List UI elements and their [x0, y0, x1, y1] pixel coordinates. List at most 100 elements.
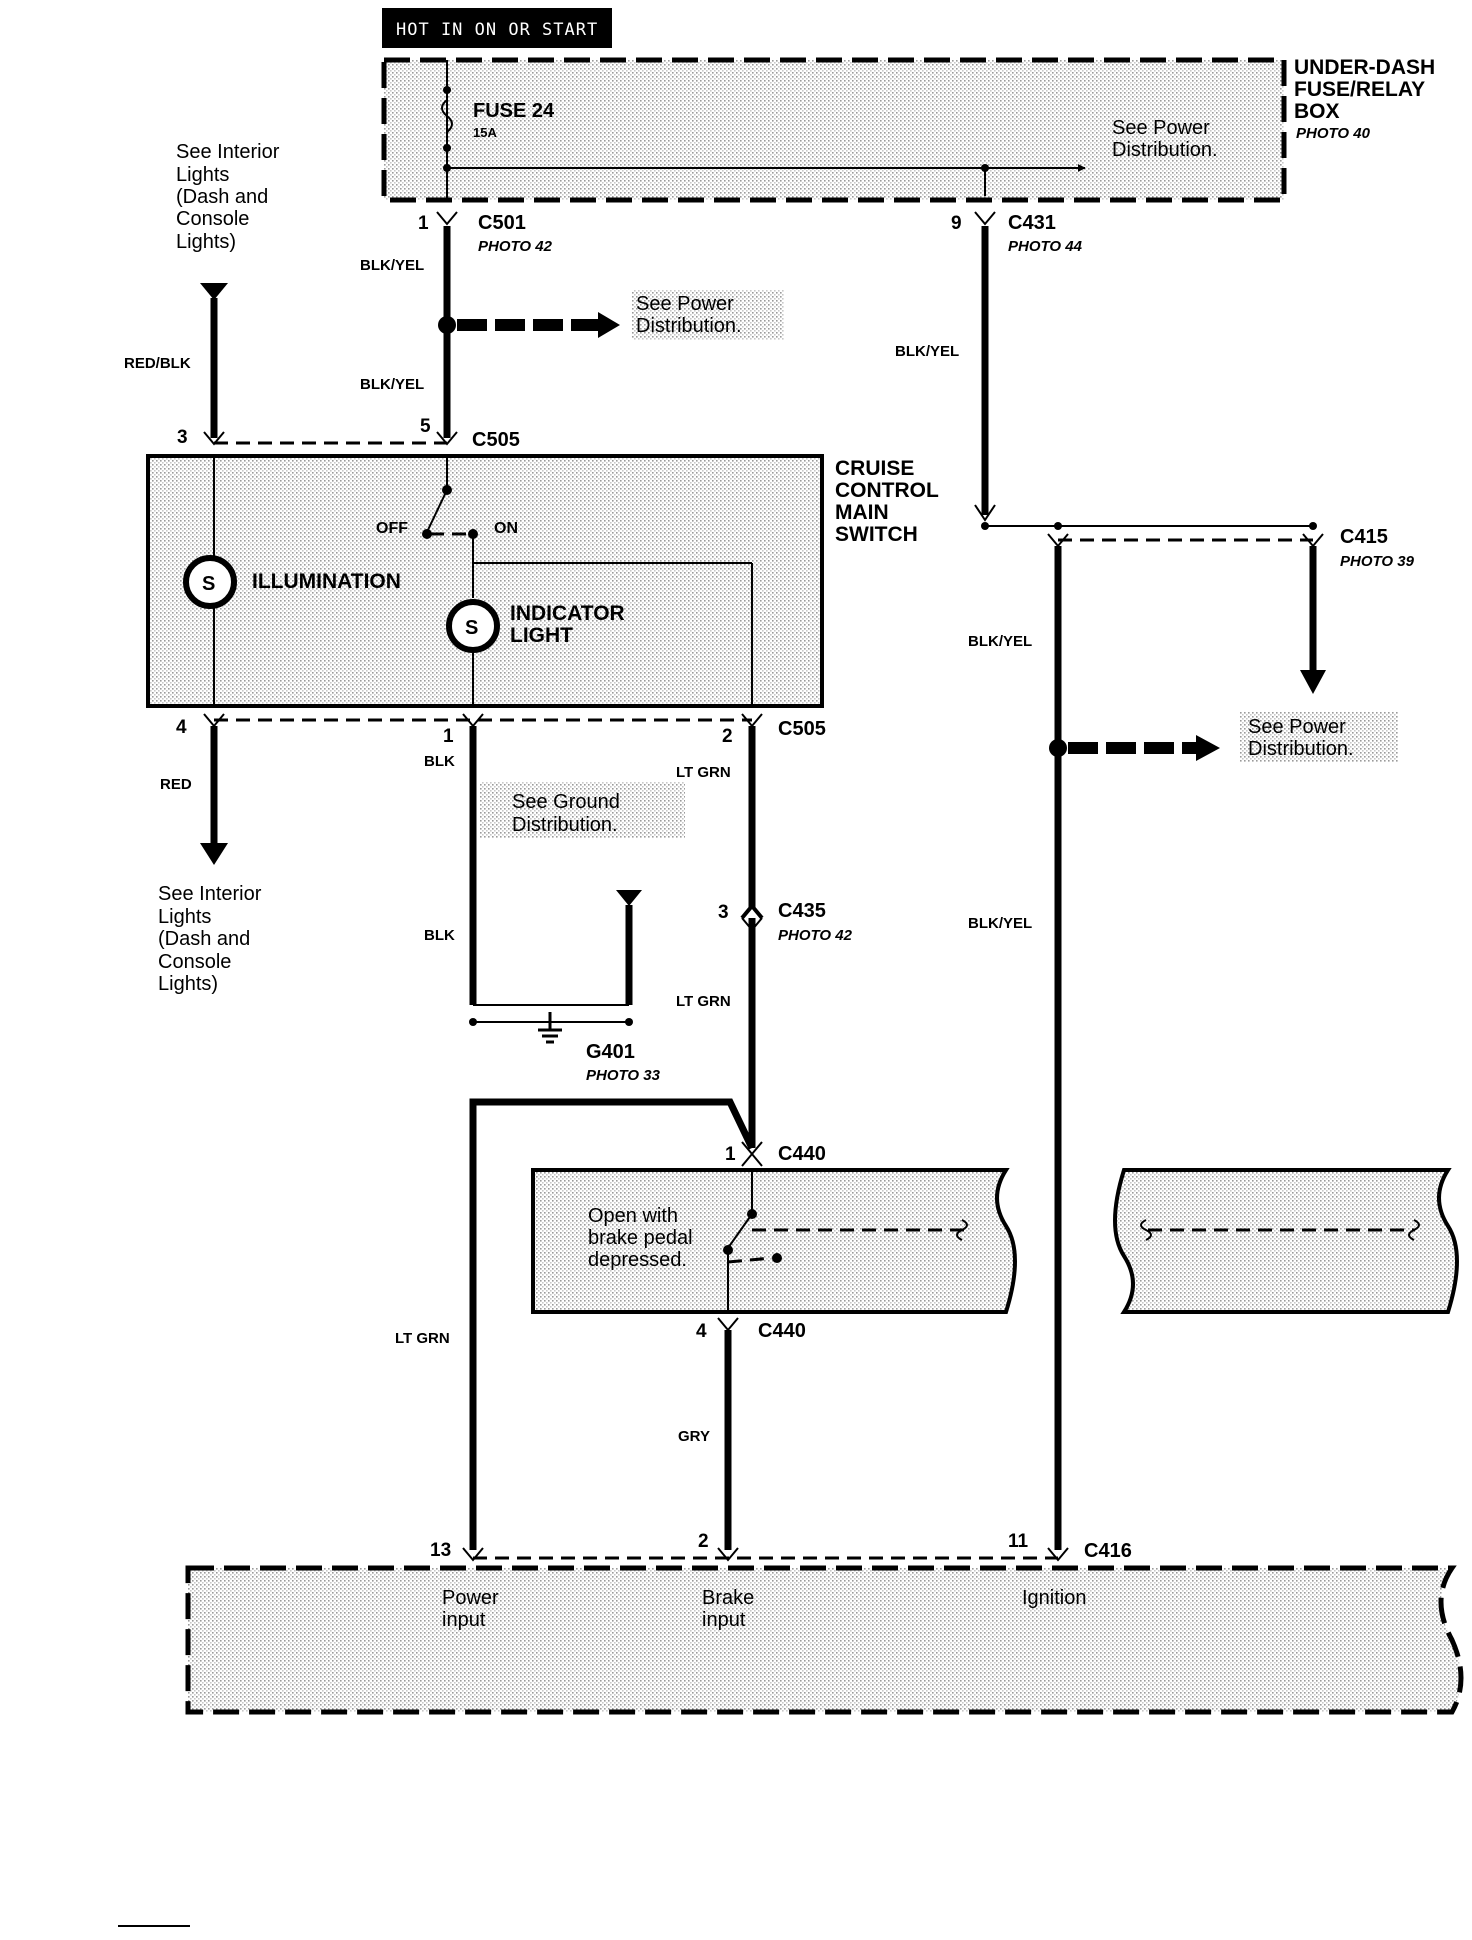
interior-bottom-line-1: See Interior	[158, 883, 262, 905]
interior-top-line-1: See Interior	[176, 141, 280, 163]
ground-note-1: See Ground	[512, 791, 620, 813]
power-mid-note-2: Distribution.	[636, 315, 742, 337]
indicator-label-2: LIGHT	[510, 624, 573, 647]
wire-label-blk-1: BLK	[424, 753, 455, 770]
c440-top-pin: 1	[725, 1144, 736, 1165]
unit-input-a-1: Power	[442, 1587, 499, 1609]
c505-bottom-pin-c: 2	[722, 726, 733, 747]
c505-top-pin-b: 5	[420, 416, 431, 437]
interior-lights-note-top: See Interior Lights (Dash and Console Li…	[176, 141, 280, 253]
interior-top-line-5: Lights)	[176, 231, 236, 253]
c440-top-name: C440	[778, 1143, 826, 1165]
power-right-note-2: Distribution.	[1248, 738, 1354, 760]
illumination-bulb-icon	[183, 555, 237, 609]
power-source-header: HOT IN ON OR START	[382, 8, 612, 48]
c416-name: C416	[1084, 1540, 1132, 1562]
power-branch-arrow-right: See Power Distribution.	[1049, 712, 1398, 762]
wire-label-blk-yel-4: BLK/YEL	[968, 633, 1032, 650]
fuse-box-note-2: Distribution.	[1112, 139, 1218, 161]
wire-label-lt-grn-2: LT GRN	[676, 993, 731, 1010]
fuse-box-note-1: See Power	[1112, 117, 1210, 139]
c435-pin: 3	[718, 902, 729, 923]
wire-label-blk-yel-3: BLK/YEL	[895, 343, 959, 360]
connector-c431: 9 C431 PHOTO 44	[951, 211, 1083, 255]
connector-c415: C415 PHOTO 39	[1047, 526, 1415, 570]
brake-switch-continuation	[1113, 1168, 1459, 1314]
interior-lights-note-bottom: See Interior Lights (Dash and Console Li…	[158, 883, 262, 995]
connector-c416: 13 2 11 C416	[430, 1531, 1132, 1562]
main-switch-title-2: CONTROL	[835, 479, 939, 502]
wire-red: RED	[160, 726, 228, 865]
wire-red-blk: RED/BLK	[124, 283, 228, 438]
unit-input-b-1: Brake	[702, 1587, 754, 1609]
power-right-note-1: See Power	[1248, 716, 1346, 738]
connector-c501: 1 C501 PHOTO 42	[418, 211, 553, 255]
main-switch-title-4: SWITCH	[835, 523, 918, 546]
unit-input-a-2: input	[442, 1609, 486, 1631]
under-dash-fuse-box: FUSE 24 15A See Power Distribution. UNDE…	[381, 56, 1435, 203]
c415-photo: PHOTO 39	[1340, 553, 1415, 570]
ground-note-2: Distribution.	[512, 814, 618, 836]
fuse-box-title-1: UNDER-DASH	[1294, 56, 1435, 79]
interior-bottom-line-3: (Dash and	[158, 928, 250, 950]
wire-lt-grn: LT GRN LT GRN 3 C435 PHOTO 42	[676, 726, 853, 1148]
fuse-box-title-2: FUSE/RELAY	[1294, 78, 1425, 101]
connector-c505-bottom: 4 1 2 C505	[176, 713, 826, 747]
wire-label-lt-grn-1: LT GRN	[676, 764, 731, 781]
wire-label-blk-yel-5: BLK/YEL	[968, 915, 1032, 932]
c415-name: C415	[1340, 526, 1388, 548]
c435-photo: PHOTO 42	[778, 927, 853, 944]
wire-blk-yel-ignition: BLK/YEL BLK/YEL	[968, 546, 1062, 1550]
c416-pin-a: 13	[430, 1540, 451, 1561]
wire-lt-grn-power-input: LT GRN	[395, 1098, 756, 1550]
main-switch-title-3: MAIN	[835, 501, 889, 524]
svg-text:S: S	[465, 617, 478, 639]
fuse-24-symbol	[441, 99, 453, 133]
c440-bottom-pin: 4	[696, 1321, 707, 1342]
wire-blk-yel-c431-c415: BLK/YEL	[895, 226, 1317, 542]
wire-c415-down-branch	[1300, 546, 1326, 694]
c416-pin-b: 2	[698, 1531, 709, 1552]
brake-note-1: Open with	[588, 1205, 678, 1227]
fuse-name: FUSE 24	[473, 100, 555, 122]
power-mid-note-1: See Power	[636, 293, 734, 315]
interior-bottom-line-2: Lights	[158, 906, 211, 928]
c431-photo: PHOTO 44	[1008, 238, 1083, 255]
wire-label-lt-grn-3: LT GRN	[395, 1330, 450, 1347]
wire-blk-ground: BLK BLK See Ground Distribution. G401 PH…	[424, 726, 685, 1084]
c431-name: C431	[1008, 212, 1056, 234]
wire-label-blk-yel-1: BLK/YEL	[360, 257, 424, 274]
connector-c505-top: 3 5 C505	[177, 416, 520, 451]
power-branch-arrow-mid: See Power Distribution.	[457, 290, 784, 340]
brake-note-2: brake pedal	[588, 1227, 693, 1249]
c431-pin: 9	[951, 213, 962, 234]
illumination-label: ILLUMINATION	[252, 570, 401, 593]
unit-input-c: Ignition	[1022, 1587, 1087, 1609]
c501-pin: 1	[418, 213, 429, 234]
switch-on-label: ON	[494, 520, 518, 537]
g401-photo: PHOTO 33	[586, 1067, 661, 1084]
c440-bottom-name: C440	[758, 1320, 806, 1342]
unit-input-b-2: input	[702, 1609, 746, 1631]
c501-name: C501	[478, 212, 526, 234]
wire-blk-yel-c501-c505: BLK/YEL BLK/YEL	[360, 226, 456, 438]
c435-name: C435	[778, 900, 826, 922]
brake-pedal-switch: Open with brake pedal depressed.	[531, 1168, 1017, 1314]
switch-off-label: OFF	[376, 520, 408, 537]
c505-top-name: C505	[472, 429, 520, 451]
fuse-rating: 15A	[473, 125, 497, 140]
power-source-label: HOT IN ON OR START	[396, 20, 598, 40]
c505-bottom-pin-b: 1	[443, 726, 454, 747]
interior-top-line-2: Lights	[176, 164, 229, 186]
connector-c440-bottom: 4 C440	[696, 1317, 806, 1342]
wire-label-blk-yel-2: BLK/YEL	[360, 376, 424, 393]
ground-g401-icon	[538, 1012, 562, 1044]
interior-bottom-line-5: Lights)	[158, 973, 218, 995]
c416-pin-c: 11	[1008, 1531, 1029, 1552]
connector-c440-top: 1 C440	[725, 1141, 826, 1167]
interior-top-line-4: Console	[176, 208, 249, 230]
indicator-label-1: INDICATOR	[510, 602, 625, 625]
wire-label-red: RED	[160, 776, 192, 793]
main-switch-title-1: CRUISE	[835, 457, 914, 480]
